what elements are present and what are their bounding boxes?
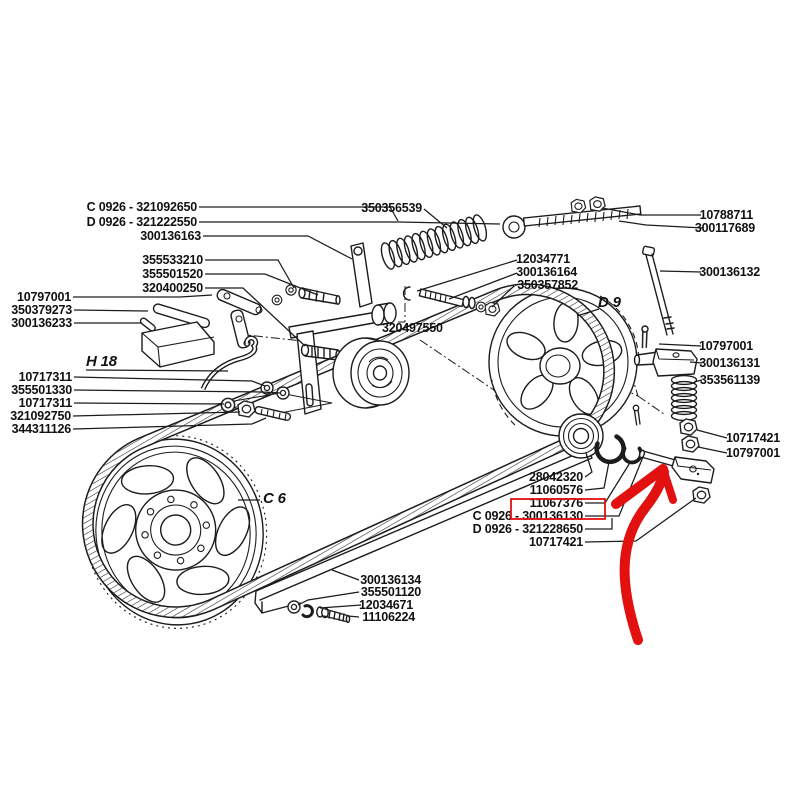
lock-washer: [301, 604, 314, 619]
label-10717421-b: 10717421: [529, 535, 583, 549]
label-11060576: 11060576: [530, 483, 584, 497]
highlight-arrow: [611, 464, 677, 645]
pivot-bolt-set: [402, 286, 501, 317]
leader-lines: [72, 206, 728, 618]
bottom-hardware: [287, 600, 351, 624]
nut: [692, 486, 711, 504]
v-belt: [81, 283, 616, 619]
linkage-cluster: [139, 284, 341, 421]
label-321092650: C 0926 - 321092650: [87, 200, 198, 214]
label-300136164: 300136164: [516, 265, 577, 279]
eye-bolt-nut: [570, 198, 587, 214]
label-344311126: 344311126: [12, 422, 72, 436]
section-d9: D 9: [598, 294, 622, 311]
highlight-box: [510, 498, 606, 520]
label-353561139: 353561139: [700, 373, 760, 387]
snap-ring: [594, 434, 626, 465]
adjuster-parts: [630, 245, 700, 453]
label-12034671: 12034671: [359, 598, 413, 612]
small-spring: [670, 374, 698, 422]
label-355501330: 355501330: [11, 383, 72, 397]
section-h18: H 18: [86, 353, 118, 370]
label-10788711: 10788711: [700, 208, 754, 222]
eye-bolt: [502, 196, 642, 239]
adjuster-pin-plate: [638, 449, 715, 484]
label-300136132: 300136132: [699, 265, 760, 279]
label-300136131: 300136131: [699, 356, 760, 370]
label-321222550: D 0926 - 321222550: [87, 215, 198, 229]
label-355501520: 355501520: [142, 267, 203, 281]
label-350379273: 350379273: [11, 303, 72, 317]
cotter-pin: [630, 404, 644, 427]
label-350356539: 350356539: [361, 201, 422, 215]
label-10717311-a: 10717311: [19, 370, 73, 384]
label-300136134: 300136134: [360, 573, 421, 587]
label-321092750: 321092750: [10, 409, 71, 423]
tension-spring: [380, 214, 488, 270]
section-c6: C 6: [263, 490, 287, 507]
label-321228650: D 0926 - 321228650: [473, 522, 584, 536]
label-28042320: 28042320: [529, 470, 583, 484]
label-11106224: 11106224: [362, 610, 415, 624]
label-350357852: 350357852: [517, 278, 578, 292]
nut: [681, 435, 700, 453]
label-355533210: 355533210: [142, 253, 203, 267]
label-10797001-left: 10797001: [17, 290, 71, 304]
cotter-pin: [635, 324, 654, 350]
label-300136130: C 0926 - 300136130: [473, 509, 584, 523]
nut: [679, 418, 698, 436]
label-10797001-nut: 10797001: [726, 446, 780, 460]
pulley-c6: [84, 435, 268, 629]
label-320497550: 320497550: [382, 321, 443, 335]
label-12034771: 12034771: [516, 252, 570, 266]
label-300136233: 300136233: [11, 316, 72, 330]
label-10717421-a: 10717421: [726, 431, 780, 445]
label-320400250: 320400250: [142, 281, 203, 295]
label-300117689: 300117689: [695, 221, 755, 235]
highlight-annotations: [510, 464, 677, 645]
label-300136163: 300136163: [140, 229, 201, 243]
label-355501120: 355501120: [361, 585, 421, 599]
label-10797001-right: 10797001: [699, 339, 753, 353]
hub-hardware: [558, 413, 715, 504]
label-10717311-b: 10717311: [19, 396, 73, 410]
